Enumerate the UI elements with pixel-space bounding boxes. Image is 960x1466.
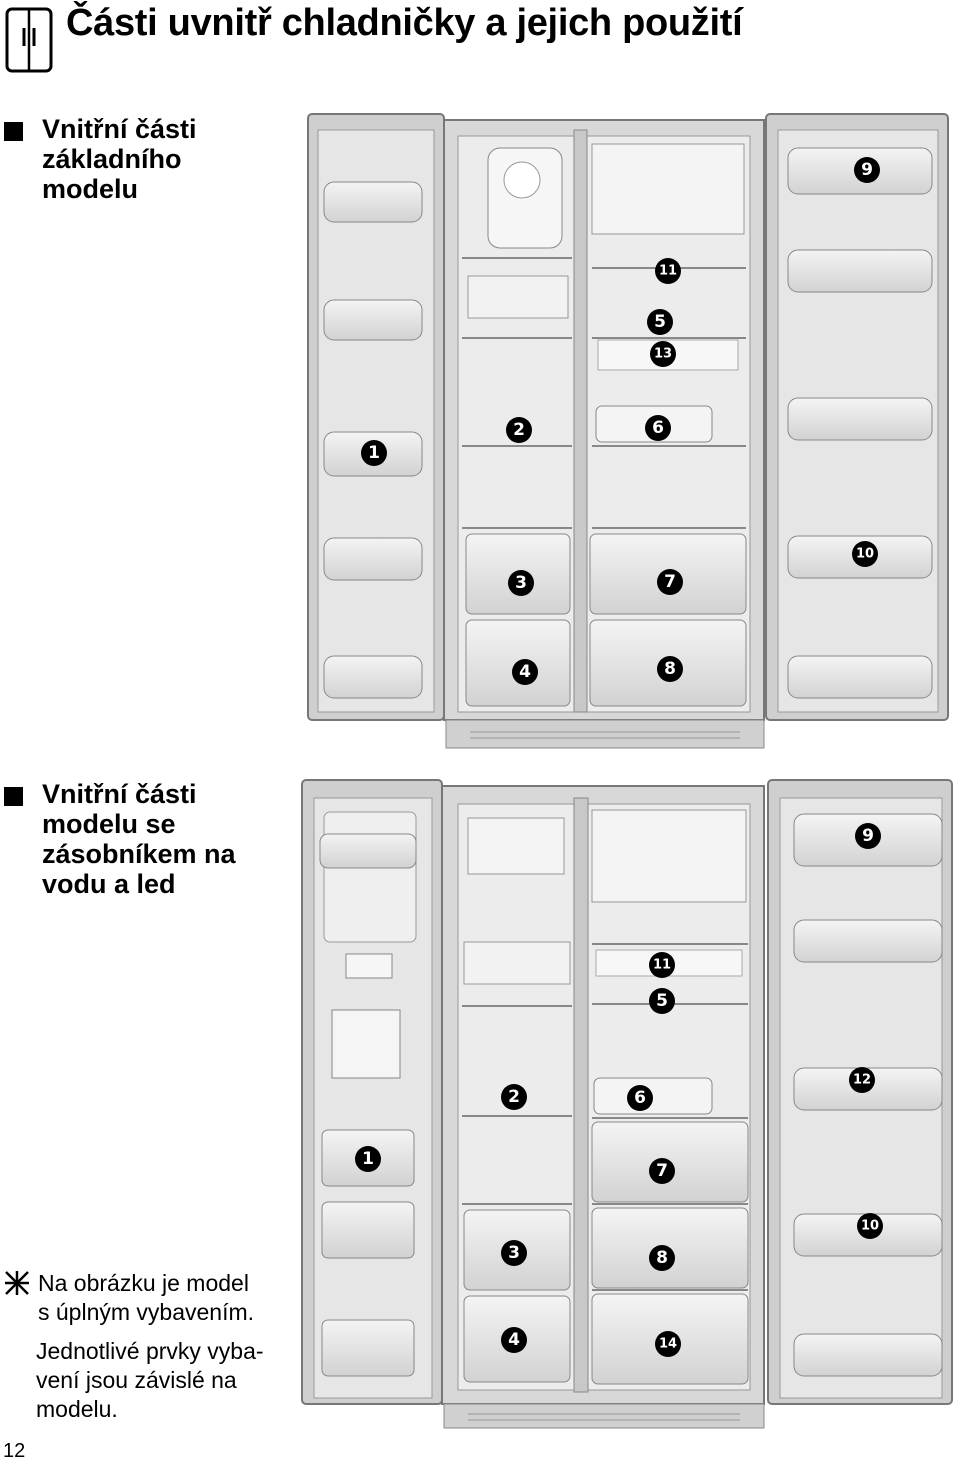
- badge-4: 4: [512, 659, 538, 685]
- note-line: Na obrázku je model: [38, 1270, 249, 1296]
- section-2-label: Vnitřní části modelu se zásobníkem na vo…: [42, 779, 236, 899]
- badge-14: 14: [655, 1331, 681, 1357]
- svg-text:4: 4: [508, 1330, 520, 1350]
- svg-text:11: 11: [653, 958, 671, 973]
- note-line: modelu.: [36, 1396, 118, 1422]
- badge-6: 6: [627, 1085, 653, 1111]
- section-1-line: modelu: [42, 174, 139, 204]
- badge-4: 4: [501, 1327, 527, 1353]
- svg-text:12: 12: [853, 1073, 871, 1088]
- badge-7: 7: [649, 1158, 675, 1184]
- svg-text:5: 5: [656, 991, 668, 1011]
- badge-12: 12: [849, 1067, 875, 1093]
- badge-9: 9: [855, 823, 881, 849]
- badge-8: 8: [657, 656, 683, 682]
- svg-text:11: 11: [659, 264, 677, 279]
- section-1-line: základního: [42, 144, 182, 174]
- section-bullet: [4, 122, 23, 141]
- badge-2: 2: [506, 417, 532, 443]
- badge-9: 9: [854, 157, 880, 183]
- badge-10: 10: [852, 541, 878, 567]
- svg-text:6: 6: [652, 418, 664, 438]
- svg-text:8: 8: [656, 1248, 668, 1268]
- section-2-line: vodu a led: [42, 869, 176, 899]
- note-line: s úplným vybavením.: [38, 1299, 255, 1325]
- note-line: vení jsou závislé na: [36, 1367, 237, 1393]
- badge-7: 7: [657, 569, 683, 595]
- svg-text:4: 4: [519, 662, 531, 682]
- svg-text:14: 14: [659, 1337, 677, 1352]
- svg-text:5: 5: [654, 312, 666, 332]
- section-2-line: Vnitřní části: [42, 779, 197, 809]
- svg-text:3: 3: [515, 573, 527, 593]
- svg-text:8: 8: [664, 659, 676, 679]
- svg-text:2: 2: [513, 420, 525, 440]
- svg-text:6: 6: [634, 1088, 646, 1108]
- badge-10: 10: [857, 1213, 883, 1239]
- svg-text:13: 13: [654, 347, 672, 362]
- svg-text:9: 9: [861, 160, 873, 180]
- page-title: Části uvnitř chladničky a jejich použití: [66, 2, 743, 44]
- section-bullet: [4, 787, 23, 806]
- badge-11: 11: [655, 258, 681, 284]
- badge-3: 3: [508, 570, 534, 596]
- svg-text:7: 7: [664, 572, 676, 592]
- fridge-interior-dispenser: 1 2 3 4 5 6 7 8 9 10 11 12 14: [301, 779, 953, 1429]
- svg-text:1: 1: [362, 1149, 374, 1169]
- fridge-interior-basic: 1 2 3 4 5 6 7 8 9 10 11 13: [307, 113, 949, 749]
- badge-1: 1: [361, 440, 387, 466]
- section-1-label: Vnitřní části základního modelu: [42, 114, 197, 204]
- section-2-line: zásobníkem na: [42, 839, 236, 869]
- badge-13: 13: [650, 341, 676, 367]
- svg-text:3: 3: [508, 1243, 520, 1263]
- page-number: 12: [3, 1440, 26, 1462]
- badge-3: 3: [501, 1240, 527, 1266]
- svg-text:10: 10: [856, 547, 874, 562]
- note-line: Jednotlivé prvky vyba-: [36, 1338, 264, 1364]
- badge-11: 11: [649, 952, 675, 978]
- svg-text:7: 7: [656, 1161, 668, 1181]
- svg-text:10: 10: [861, 1219, 879, 1234]
- badge-5: 5: [647, 309, 673, 335]
- badge-2: 2: [501, 1084, 527, 1110]
- badge-5: 5: [649, 988, 675, 1014]
- badge-6: 6: [645, 415, 671, 441]
- badge-8: 8: [649, 1245, 675, 1271]
- section-2-line: modelu se: [42, 809, 176, 839]
- svg-text:9: 9: [862, 826, 874, 846]
- section-1-line: Vnitřní části: [42, 114, 197, 144]
- note-mark-icon: [5, 1271, 29, 1295]
- fridge-icon: [5, 7, 53, 73]
- svg-text:1: 1: [368, 443, 380, 463]
- badge-1: 1: [355, 1146, 381, 1172]
- svg-text:2: 2: [508, 1087, 520, 1107]
